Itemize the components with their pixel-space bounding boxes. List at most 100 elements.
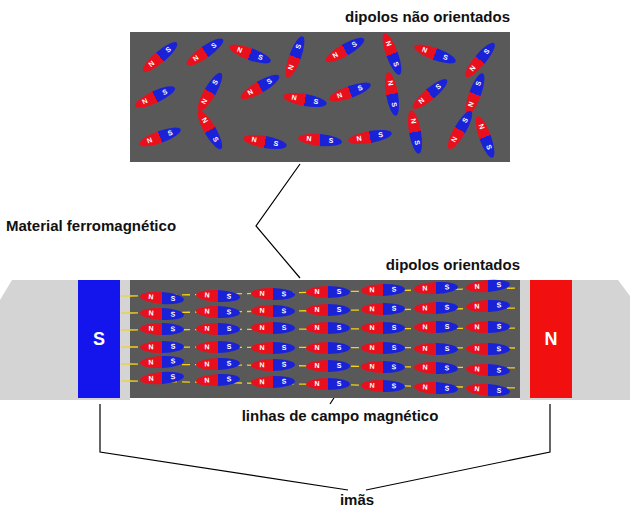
pole-letter: N (282, 90, 306, 106)
pole-letter: S (162, 323, 184, 335)
pole-letter: S (257, 71, 282, 92)
pole-letter: N (251, 359, 273, 371)
pole-letter: N (327, 86, 352, 105)
dipole: NS (361, 379, 405, 392)
dipole: NS (361, 283, 405, 296)
pole-letter: N (323, 45, 348, 66)
dipole: NS (466, 299, 511, 313)
pole-letter: S (205, 127, 226, 152)
pole-letter: N (382, 71, 398, 95)
callout-label: linhas de campo magnético (240, 407, 441, 424)
dipole: NS (306, 304, 350, 316)
pole-letter: S (264, 136, 288, 152)
pole-letter: N (140, 307, 163, 320)
pole-letter: S (273, 288, 295, 301)
pole-letter: S (93, 329, 105, 350)
dipole: NS (444, 108, 476, 152)
dipole: NS (306, 342, 350, 354)
dipole: NS (194, 70, 226, 114)
pole-letter: N (227, 41, 252, 60)
dipole: NS (414, 281, 459, 295)
dipole: NS (466, 343, 510, 356)
dipole: NS (347, 127, 392, 146)
pole-letter: S (218, 323, 240, 335)
dipole: NS (414, 362, 458, 375)
dipole: NS (361, 302, 405, 315)
pole-letter: S (218, 373, 241, 386)
dipole: NS (414, 321, 458, 333)
dipole: NS (251, 375, 295, 388)
pole-letter: S (479, 135, 498, 160)
pole-letter: N (306, 360, 328, 372)
pole-letter: N (466, 321, 488, 333)
pole-letter: S (433, 48, 458, 67)
dipole: NS (298, 132, 343, 148)
dipole: NS (409, 75, 450, 112)
pole-letter: S (488, 343, 510, 355)
dipole: NS (251, 305, 295, 318)
pole-letter: S (383, 283, 405, 296)
dipole: NS (140, 370, 185, 385)
pole-letter: N (137, 131, 162, 150)
pole-letter: N (361, 322, 383, 334)
dipole: NS (140, 323, 184, 336)
pole-letter: N (409, 89, 434, 112)
magnet-pole: S (78, 280, 120, 398)
dipole: NS (306, 322, 350, 334)
pole-letter: N (472, 114, 491, 139)
magnet-pole: N (530, 280, 572, 398)
pole-letter: S (436, 321, 458, 333)
pole-letter: S (319, 134, 342, 148)
pole-letter: N (306, 286, 328, 298)
pole-letter: N (405, 109, 421, 133)
dipole: NS (196, 323, 240, 335)
pole-letter: S (273, 305, 295, 317)
bracket-lines (100, 164, 550, 490)
pole-letter: N (414, 302, 436, 315)
pole-letter: S (383, 342, 405, 354)
pole-letter: S (248, 48, 273, 67)
pole-letter: N (298, 132, 321, 146)
dipole: NS (282, 90, 327, 109)
pole-letter: N (412, 41, 437, 60)
dipole: NS (184, 34, 227, 69)
pole-letter: N (306, 342, 328, 354)
pole-letter: S (162, 308, 185, 321)
pole-letter: S (488, 384, 511, 398)
pole-letter: S (162, 340, 184, 352)
pole-letter: S (158, 124, 183, 143)
dipole: NS (196, 341, 240, 353)
pole-letter: N (361, 342, 383, 354)
dipole: NS (361, 321, 405, 333)
pole-letter: S (218, 341, 240, 353)
dipole: NS (306, 286, 350, 298)
pole-letter: S (218, 306, 240, 319)
dipole: NS (466, 278, 511, 293)
dipole: NS (323, 34, 367, 66)
pole-letter: N (251, 342, 273, 354)
pole-letter: S (328, 342, 350, 354)
pole-letter: N (238, 82, 263, 103)
dipole: NS (137, 124, 182, 150)
material-heading: dipolos não orientados (345, 8, 510, 25)
pole-letter: S (289, 34, 308, 59)
dipole: NS (140, 307, 185, 321)
magnet-body (0, 280, 130, 400)
pole-letter: S (436, 343, 458, 355)
dipole: NS (196, 306, 240, 319)
pole-letter: S (162, 355, 185, 368)
pole-letter: S (436, 382, 459, 395)
pole-letter: N (347, 131, 371, 147)
dipole: NS (466, 363, 511, 377)
pole-letter: N (194, 108, 215, 133)
pole-letter: S (304, 94, 328, 110)
pole-letter: S (383, 321, 405, 333)
dipole: NS (140, 340, 184, 353)
pole-letter: S (205, 70, 226, 95)
dipole: NS (227, 41, 272, 67)
pole-letter: S (488, 278, 511, 292)
pole-letter: N (466, 280, 489, 294)
pole-letter: N (196, 306, 218, 319)
dipole: NS (196, 357, 240, 370)
pole-letter: S (383, 380, 405, 393)
